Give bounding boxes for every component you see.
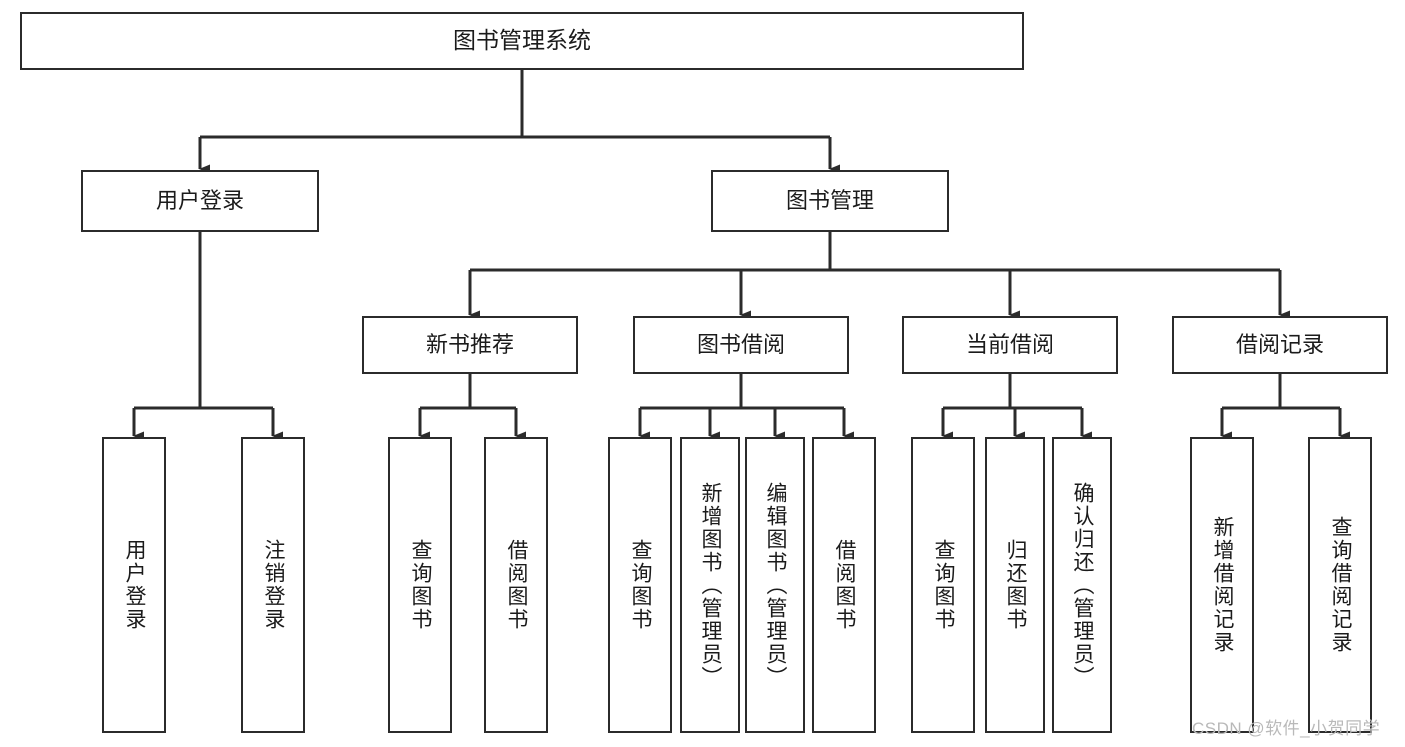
node-current-borrow[interactable]: 当前借阅 (902, 316, 1118, 374)
node-label: 借阅记录 (1235, 332, 1324, 358)
node-leaf-borrow-do[interactable]: 借阅图书 (812, 437, 876, 733)
node-label: 用户登录 (155, 188, 244, 214)
node-new-book-rec[interactable]: 新书推荐 (362, 316, 578, 374)
node-leaf-rec-query2[interactable]: 查询借阅记录 (1308, 437, 1372, 733)
node-label: 新增图书（管理员） (699, 481, 723, 689)
node-borrow-record[interactable]: 借阅记录 (1172, 316, 1388, 374)
connector-layer (132, 70, 1350, 441)
node-label: 归还图书 (1004, 539, 1028, 631)
node-label: 借阅图书 (505, 539, 529, 631)
node-label: 确认归还（管理员） (1071, 481, 1095, 689)
node-user-login[interactable]: 用户登录 (81, 170, 319, 232)
node-label: 注销登录 (262, 539, 286, 631)
watermark: CSDN @软件_小贺同学 (1192, 719, 1381, 738)
node-book-manage[interactable]: 图书管理 (711, 170, 949, 232)
node-label: 图书管理 (785, 188, 874, 214)
node-leaf-rec-borrow[interactable]: 借阅图书 (484, 437, 548, 733)
node-label: 查询图书 (409, 539, 433, 631)
node-label: 新书推荐 (425, 332, 514, 358)
node-label: 新增借阅记录 (1211, 516, 1235, 654)
node-label: 查询图书 (629, 539, 653, 631)
node-label: 借阅图书 (833, 539, 857, 631)
node-leaf-cur-return[interactable]: 归还图书 (985, 437, 1045, 733)
node-label: 图书管理系统 (453, 27, 591, 54)
node-label: 查询借阅记录 (1329, 516, 1353, 654)
node-label: 编辑图书（管理员） (764, 481, 788, 689)
node-leaf-user-login[interactable]: 用户登录 (102, 437, 166, 733)
node-leaf-borrow-edit[interactable]: 编辑图书（管理员） (745, 437, 805, 733)
node-leaf-borrow-query[interactable]: 查询图书 (608, 437, 672, 733)
node-root[interactable]: 图书管理系统 (20, 12, 1024, 70)
node-leaf-rec-query[interactable]: 查询图书 (388, 437, 452, 733)
node-leaf-rec-add[interactable]: 新增借阅记录 (1190, 437, 1254, 733)
node-leaf-user-logout[interactable]: 注销登录 (241, 437, 305, 733)
node-label: 用户登录 (123, 539, 147, 631)
node-book-borrow[interactable]: 图书借阅 (633, 316, 849, 374)
node-label: 查询图书 (932, 539, 956, 631)
node-label: 图书借阅 (696, 332, 785, 358)
node-leaf-borrow-add[interactable]: 新增图书（管理员） (680, 437, 740, 733)
node-leaf-cur-confirm[interactable]: 确认归还（管理员） (1052, 437, 1112, 733)
node-label: 当前借阅 (965, 332, 1054, 358)
node-leaf-cur-query[interactable]: 查询图书 (911, 437, 975, 733)
